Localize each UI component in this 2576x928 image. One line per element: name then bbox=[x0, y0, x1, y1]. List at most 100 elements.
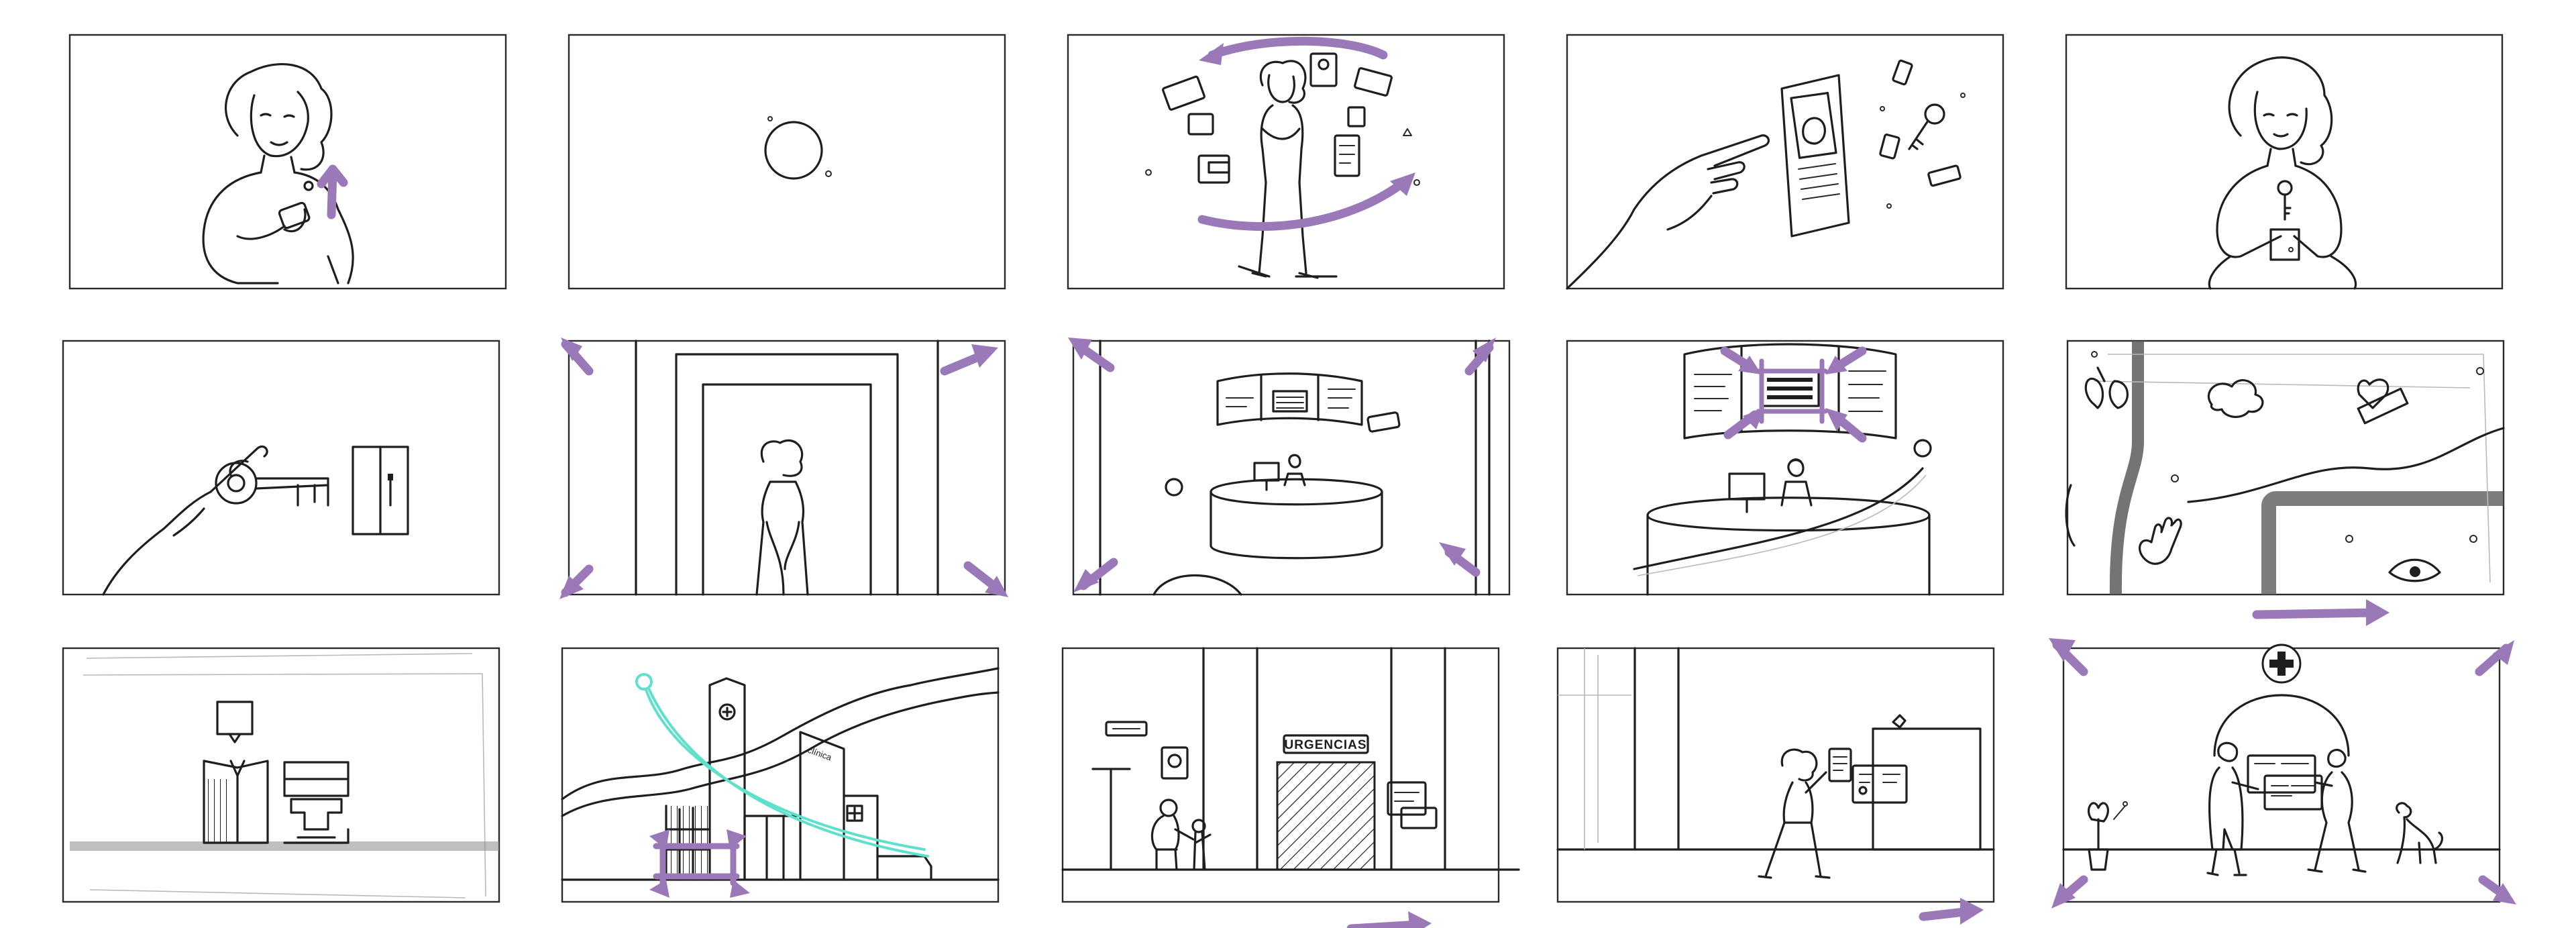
key bbox=[215, 462, 329, 507]
motion-arrow-right bbox=[2252, 608, 2381, 619]
dot bbox=[2469, 535, 2477, 543]
woman-figure bbox=[2208, 56, 2357, 290]
lungs-icon bbox=[2084, 366, 2129, 409]
panel-5 bbox=[2065, 34, 2504, 290]
emergency-entrance: URGENCIAS bbox=[1276, 734, 1376, 871]
panel-14 bbox=[1556, 647, 1995, 925]
panel-12: clínica bbox=[561, 647, 1000, 903]
panel-6-drawing bbox=[62, 340, 500, 596]
dot bbox=[2091, 351, 2098, 358]
panel-7 bbox=[559, 338, 1008, 599]
dot bbox=[767, 116, 773, 121]
info-cards bbox=[1387, 781, 1438, 829]
hand-icon bbox=[2139, 517, 2182, 565]
panel-1 bbox=[68, 34, 507, 290]
woman-back bbox=[755, 439, 809, 596]
reception-desk bbox=[1633, 458, 1931, 596]
panel-7-drawing bbox=[559, 338, 1008, 599]
motion-trail bbox=[635, 673, 929, 858]
brain-icon bbox=[2207, 379, 2264, 418]
small-circle bbox=[303, 181, 314, 191]
panel-4 bbox=[1566, 34, 2004, 290]
doorway bbox=[635, 340, 939, 596]
motion-arrow-right bbox=[1346, 920, 1423, 928]
woman-figure bbox=[1758, 748, 1831, 879]
panel-6 bbox=[62, 340, 500, 596]
panel-8-border bbox=[1072, 340, 1511, 596]
road-ribbon bbox=[561, 667, 1000, 801]
profile-card bbox=[1780, 74, 1850, 238]
eye-icon bbox=[2388, 558, 2441, 582]
panel-4-drawing bbox=[1566, 34, 2004, 290]
motion-arrow-right-head bbox=[1408, 911, 1432, 928]
hanging-screens bbox=[1216, 372, 1401, 433]
wave-line bbox=[2187, 427, 2505, 503]
corner-arrows bbox=[649, 829, 750, 898]
panel-6-border bbox=[62, 340, 500, 596]
signs bbox=[1105, 721, 1189, 780]
panel-5-border bbox=[2065, 34, 2504, 290]
doctor-figure bbox=[2206, 741, 2259, 876]
panel-10-drawing bbox=[2065, 340, 2505, 626]
orbit-motion-arrows bbox=[1197, 36, 1415, 231]
reaching-hand bbox=[1566, 134, 1770, 290]
panel-13-drawing: URGENCIAS bbox=[1061, 647, 1520, 928]
panel-10 bbox=[2065, 340, 2505, 626]
panel-11 bbox=[62, 647, 500, 903]
panel-9-border bbox=[1566, 340, 2004, 596]
plant-figure bbox=[2087, 801, 2128, 871]
thick-road-line bbox=[2109, 341, 2144, 595]
panel-9-drawing bbox=[1566, 340, 2004, 596]
dot bbox=[2476, 367, 2484, 375]
dot bbox=[2171, 474, 2179, 482]
panel-1-border bbox=[68, 34, 507, 290]
panel-15-drawing bbox=[2049, 638, 2516, 909]
panel-14-drawing bbox=[1556, 647, 1995, 925]
robot-figure bbox=[203, 701, 269, 844]
reception-desk bbox=[1210, 454, 1383, 560]
panel-12-border bbox=[561, 647, 1000, 903]
panel-11-drawing bbox=[62, 647, 500, 903]
motion-arrow-up bbox=[317, 164, 348, 219]
dot bbox=[2345, 535, 2353, 543]
panel-3-border bbox=[1067, 34, 1505, 290]
heart-icon bbox=[2357, 378, 2409, 425]
panel-1-drawing bbox=[68, 34, 507, 290]
curve-edge bbox=[2065, 484, 2076, 547]
panel-5-drawing bbox=[2065, 34, 2504, 290]
wall-columns bbox=[1202, 647, 1446, 871]
floating-objects bbox=[1879, 59, 1966, 209]
panel-7-border bbox=[568, 340, 1006, 596]
wall-panel bbox=[1872, 727, 1982, 851]
large-circle bbox=[764, 121, 823, 180]
street-lamp bbox=[1091, 768, 1131, 871]
faint-sketch-lines bbox=[2094, 354, 2491, 583]
floating-documents bbox=[1145, 52, 1420, 186]
smiley-ball bbox=[1165, 478, 1183, 497]
monitor-object bbox=[283, 761, 350, 844]
urgencias-sign: URGENCIAS bbox=[1284, 738, 1366, 752]
motion-arrow-right-head bbox=[1960, 898, 1984, 925]
woman-figure bbox=[202, 63, 354, 285]
dot bbox=[825, 170, 832, 177]
faint-sketch-lines bbox=[83, 653, 486, 898]
panel-8 bbox=[1068, 338, 1511, 596]
panel-12-drawing: clínica bbox=[561, 647, 1000, 903]
door bbox=[352, 446, 409, 535]
panel-9 bbox=[1566, 340, 2004, 596]
panel-3 bbox=[1067, 34, 1505, 290]
round-object bbox=[1152, 574, 1242, 596]
wall-columns bbox=[1633, 647, 1680, 851]
panel-8-drawing bbox=[1068, 338, 1511, 596]
thick-road-line bbox=[2261, 491, 2504, 595]
faint-sketch-lines bbox=[1558, 648, 1631, 849]
panel-2-border bbox=[568, 34, 1006, 290]
corner-arrows bbox=[1068, 338, 1496, 592]
patient-figure bbox=[2307, 749, 2367, 873]
woman-figure bbox=[1238, 60, 1338, 279]
panel-4-border bbox=[1566, 34, 2004, 290]
panel-15 bbox=[2049, 638, 2516, 909]
panel-2-drawing bbox=[568, 34, 1006, 290]
wall-lines bbox=[1099, 340, 1491, 596]
